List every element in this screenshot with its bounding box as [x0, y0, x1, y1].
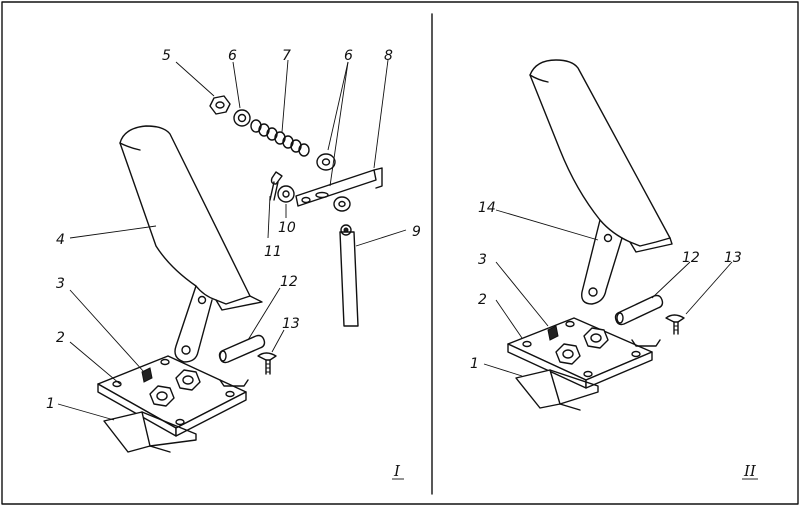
label-5: 5: [162, 48, 171, 64]
screw-13-two-drawing: [631, 314, 685, 347]
link-9-drawing: [339, 224, 359, 327]
spring-7-drawing: [250, 119, 310, 157]
label-10: 10: [278, 220, 296, 236]
base-plate-two-drawing: [507, 317, 653, 389]
panel-two-numeral: II: [743, 462, 757, 480]
label-1-two: 1: [470, 356, 479, 372]
label-12-two: 12: [682, 250, 700, 266]
label-7: 7: [282, 48, 291, 64]
pedal-lever-drawing: [119, 125, 263, 363]
label-4: 4: [56, 232, 65, 248]
label-1: 1: [46, 396, 55, 412]
leader-lines-panel-two: [483, 209, 733, 377]
label-6: 6: [228, 48, 237, 64]
label-11: 11: [264, 244, 282, 260]
label-2: 2: [56, 330, 65, 346]
label-2-two: 2: [478, 292, 487, 308]
nut-5-drawing: [209, 95, 231, 115]
lower-bracket-drawing: [103, 411, 197, 453]
leader-lines-panel-one: [57, 59, 407, 421]
lower-bracket-two-drawing: [515, 369, 599, 411]
plate-nuts-two-drawing: [547, 325, 609, 365]
label-13-two: 13: [724, 250, 742, 266]
pin-12-drawing: [218, 334, 266, 364]
panel-one-numeral: I: [393, 462, 401, 480]
label-14: 14: [478, 200, 496, 216]
label-9: 9: [412, 224, 421, 240]
label-13: 13: [282, 316, 300, 332]
label-3-two: 3: [478, 252, 487, 268]
label-6-second: 6: [344, 48, 353, 64]
panel-two: 14 3 2 1 12 13 II: [470, 59, 758, 480]
label-12: 12: [280, 274, 298, 290]
screw-13-drawing: [219, 352, 277, 387]
labels-panel-one: 5 6 7 6 8 9 10 11 12 13 4 3 2 1 I: [46, 48, 421, 480]
bracket-8-drawing: [295, 167, 383, 212]
labels-panel-two: 14 3 2 1 12 13 II: [470, 200, 758, 480]
panel-one: 5 6 7 6 8 9 10 11 12 13 4 3 2 1 I: [46, 48, 421, 480]
label-3: 3: [56, 276, 65, 292]
washer-6b-drawing: [316, 153, 336, 171]
washer-6a-drawing: [233, 109, 251, 127]
label-8: 8: [384, 48, 393, 64]
pedal-lever-two-drawing: [529, 59, 673, 305]
pin-12-two-drawing: [614, 294, 664, 326]
plate-nuts-drawing: [141, 367, 201, 407]
cotter-pin-drawing: [269, 171, 295, 203]
